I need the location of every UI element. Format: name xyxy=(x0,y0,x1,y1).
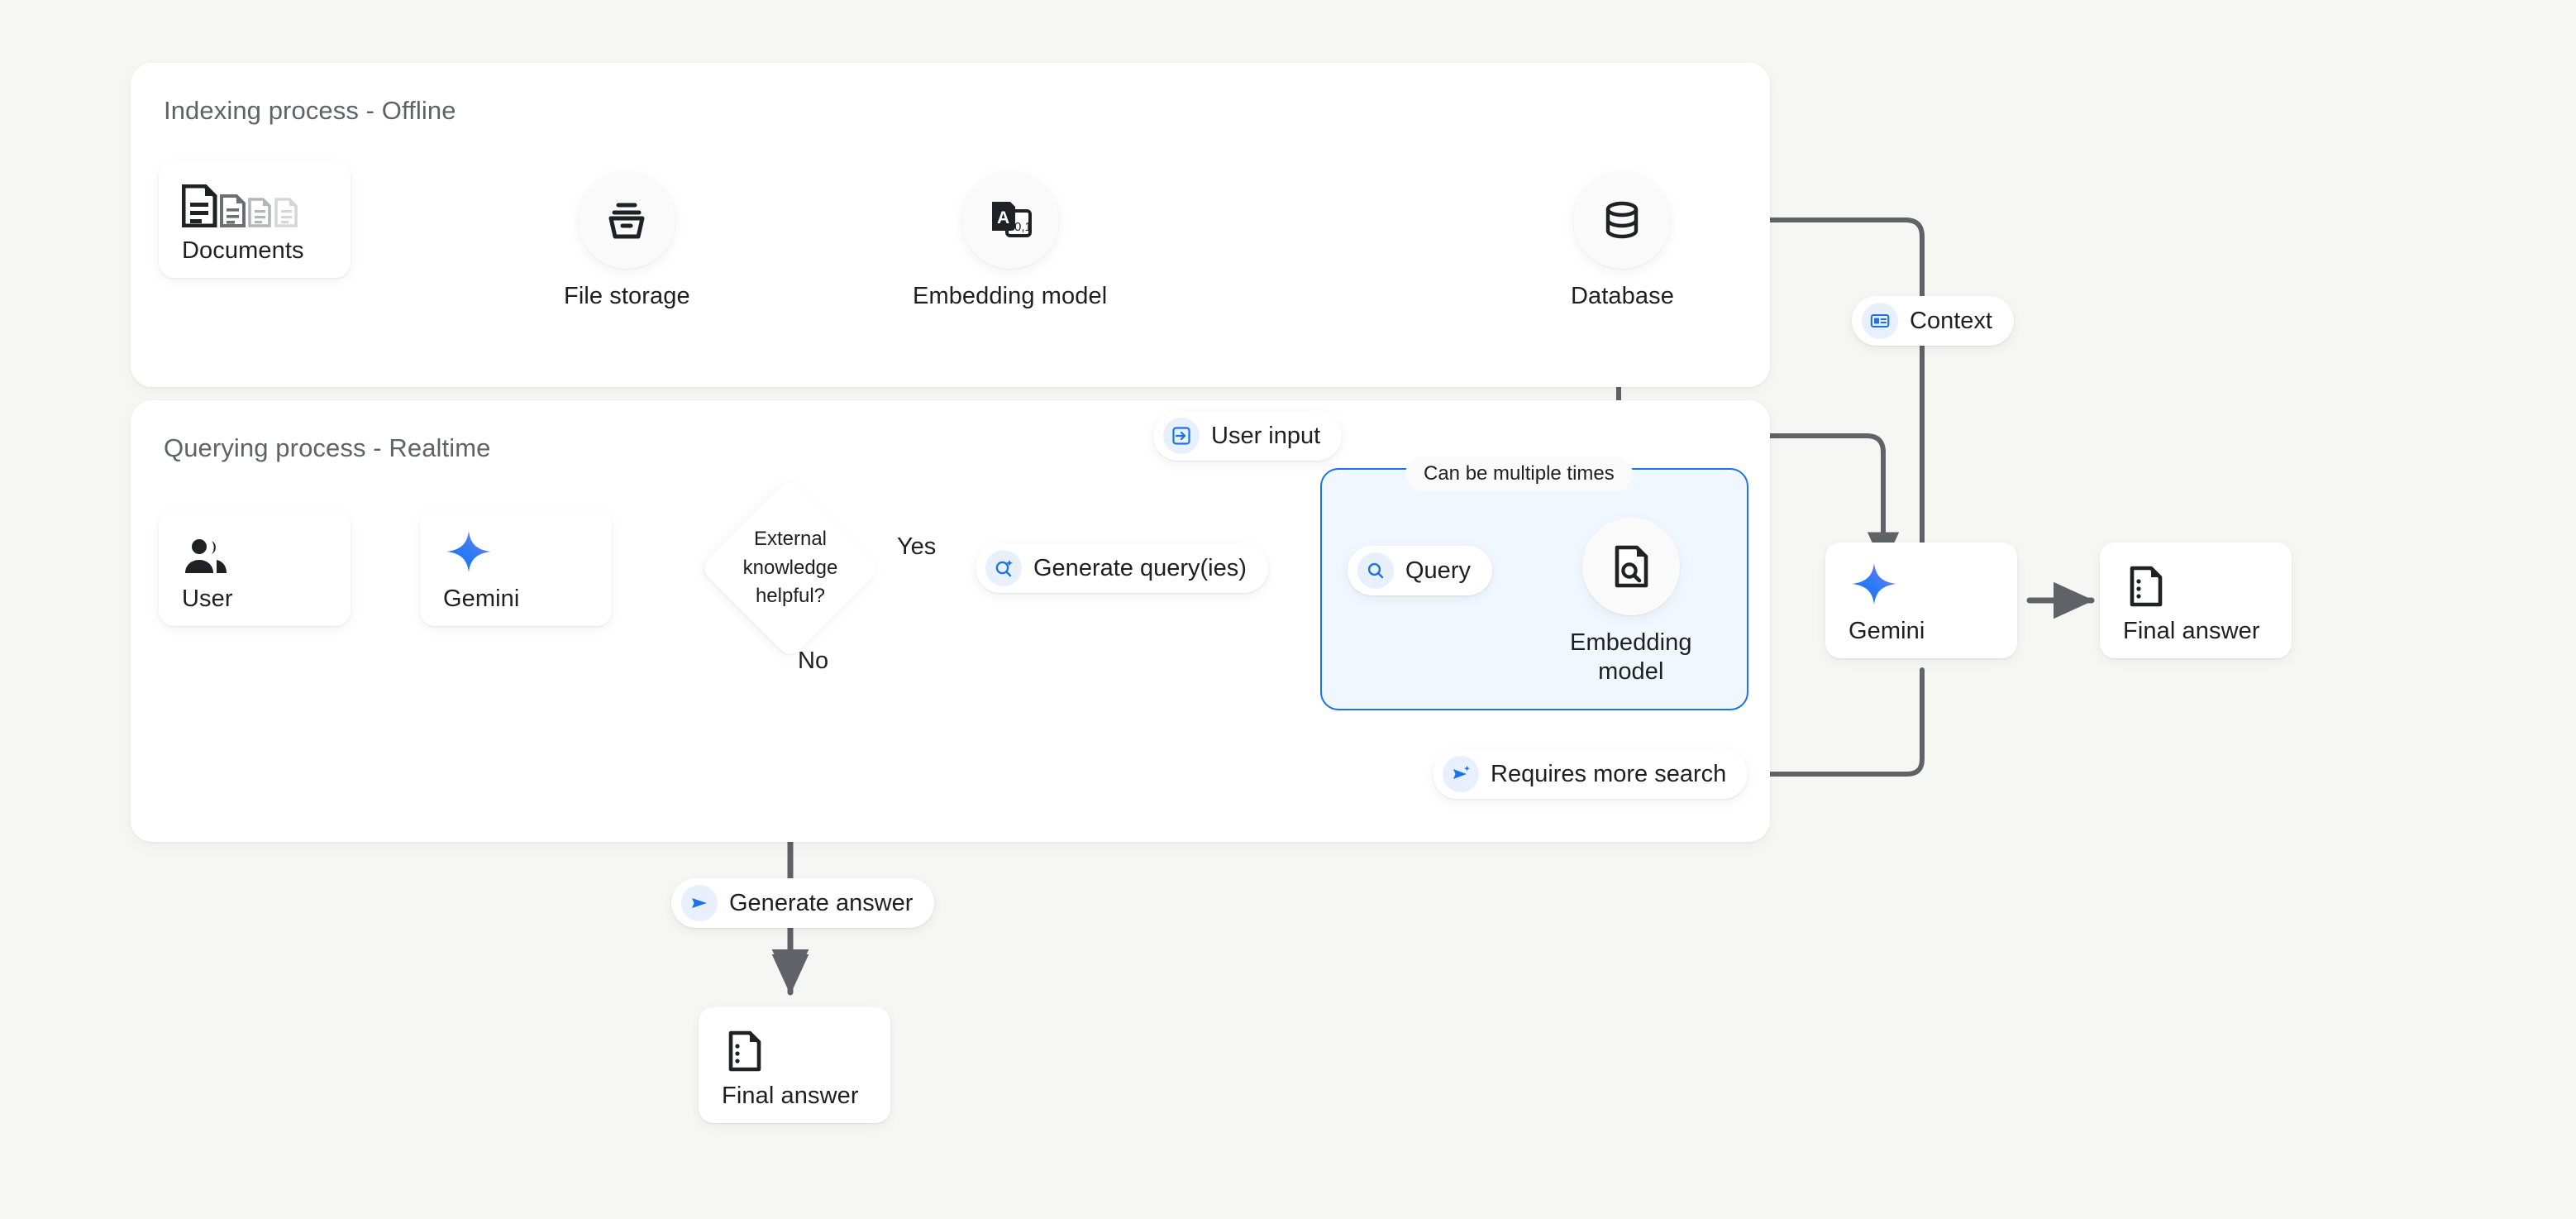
node-final-answer-right[interactable]: Final answer xyxy=(2100,543,2292,658)
badge-requires-more-search[interactable]: Requires more search xyxy=(1433,749,1748,799)
node-label-user: User xyxy=(182,585,233,612)
label-can-be-multiple-times: Can be multiple times xyxy=(1405,457,1633,491)
node-label-final-answer-bottom: Final answer xyxy=(722,1082,859,1109)
node-label-gemini-right: Gemini xyxy=(1849,617,1925,644)
login-arrow-icon xyxy=(1163,418,1200,454)
node-documents[interactable]: Documents xyxy=(159,162,351,278)
decision-label: External knowledge helpful? xyxy=(742,527,838,608)
node-file-storage[interactable]: File storage xyxy=(564,171,690,311)
documents-icon xyxy=(182,176,351,227)
badge-query[interactable]: Query xyxy=(1348,546,1492,595)
badge-label-requires-more-search: Requires more search xyxy=(1491,760,1727,787)
document-search-icon xyxy=(1581,518,1680,615)
node-embedding-model-query[interactable]: Embedding model xyxy=(1570,518,1692,687)
answer-document-icon xyxy=(2123,557,2292,608)
people-icon xyxy=(182,524,351,576)
search-sparkle-icon xyxy=(985,550,1022,586)
badge-user-input[interactable]: User input xyxy=(1153,411,1343,461)
gemini-sparkle-icon xyxy=(1849,557,2017,608)
send-sparkle-icon xyxy=(1443,756,1479,792)
badge-label-generate-queries: Generate query(ies) xyxy=(1033,554,1247,581)
badge-label-user-input: User input xyxy=(1211,422,1321,449)
answer-document-icon xyxy=(722,1021,890,1073)
database-cylinder-icon xyxy=(1573,171,1672,269)
article-card-icon xyxy=(1862,303,1898,339)
panel-title-indexing: Indexing process - Offline xyxy=(164,96,456,125)
search-icon xyxy=(1357,552,1394,589)
panel-indexing-process: Indexing process - Offline xyxy=(131,63,1770,387)
node-label-embedding-model-indexing: Embedding model xyxy=(913,283,1108,309)
panel-title-querying: Querying process - Realtime xyxy=(164,433,491,462)
edge-label-no: No xyxy=(798,648,829,674)
badge-context[interactable]: Context xyxy=(1852,296,2014,346)
svg-text:0,1: 0,1 xyxy=(1014,220,1032,234)
node-label-final-answer-right: Final answer xyxy=(2123,617,2260,644)
node-label-gemini-left: Gemini xyxy=(443,585,520,612)
translate-embed-icon: 0,1 A xyxy=(961,171,1059,269)
badge-generate-queries[interactable]: Generate query(ies) xyxy=(976,543,1268,593)
node-gemini-left[interactable]: Gemini xyxy=(420,510,612,626)
node-decision-external-knowledge[interactable]: External knowledge helpful? xyxy=(699,476,882,660)
node-database[interactable]: Database xyxy=(1571,171,1674,311)
badge-label-query: Query xyxy=(1405,557,1471,584)
badge-label-context: Context xyxy=(1910,307,1992,334)
archive-box-icon xyxy=(578,171,676,269)
node-user[interactable]: User xyxy=(159,510,351,626)
svg-text:A: A xyxy=(997,208,1009,227)
node-label-documents: Documents xyxy=(182,237,304,264)
send-icon xyxy=(681,885,718,921)
node-label-database: Database xyxy=(1571,283,1674,309)
gemini-sparkle-icon xyxy=(443,524,612,576)
node-label-embedding-model-query: Embedding model xyxy=(1570,629,1692,686)
node-gemini-right[interactable]: Gemini xyxy=(1825,543,2017,658)
badge-label-generate-answer: Generate answer xyxy=(729,889,914,916)
node-embedding-model-indexing[interactable]: 0,1 A Embedding model xyxy=(913,171,1107,311)
node-final-answer-bottom[interactable]: Final answer xyxy=(699,1007,890,1123)
badge-generate-answer[interactable]: Generate answer xyxy=(671,878,935,928)
edge-label-yes: Yes xyxy=(897,533,937,560)
node-label-file-storage: File storage xyxy=(564,283,690,309)
